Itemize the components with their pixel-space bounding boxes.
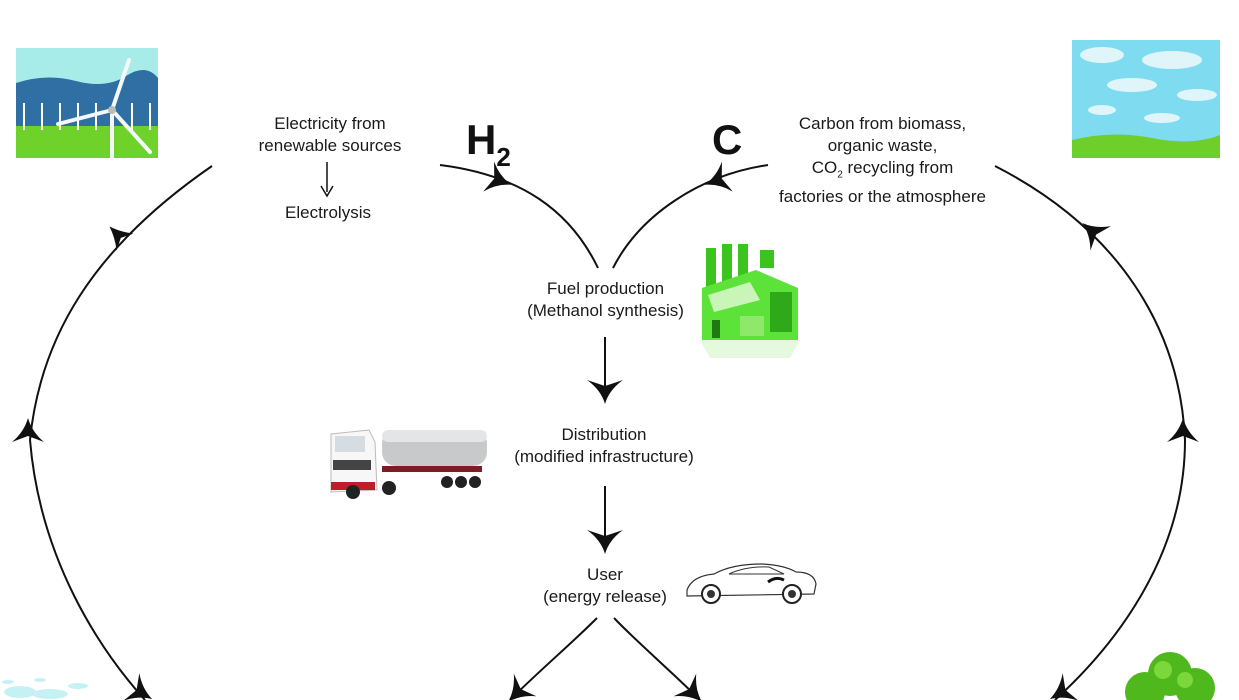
fuel-line-1: Fuel production [546,279,665,298]
user-label: User (energy release) [525,564,685,608]
user-right-output [613,617,701,700]
wind-farm-image [16,48,158,158]
arrowhead-left-lower [123,673,153,700]
electrolysis-label: Electrolysis [285,203,371,222]
user-line-1: User [587,565,623,584]
c-symbol: C [712,116,743,163]
co2-sub: 2 [837,169,843,181]
arrowhead-fuel-down [587,380,623,404]
carbon-line-4: factories or the atmosphere [779,187,986,207]
h2-main: H [466,116,497,163]
arrowhead-right-upper [1082,223,1111,251]
right-arc-lower [1054,439,1186,700]
user-left-output [509,617,598,700]
co2-rest: recycling from [847,158,954,177]
c-arc [612,164,769,269]
carbon-line-3: CO2 recycling from [755,157,1010,186]
left-arc-upper [29,165,213,441]
arrowhead-left-upper [109,226,134,251]
co2-prefix: CO [811,158,838,177]
electricity-label: Electricity from renewable sources [245,113,415,157]
sky-grass-image [1072,40,1220,158]
tree-image [1115,652,1225,700]
green-factory-image [700,240,800,360]
arrowhead-left-middle [12,418,44,442]
arrowhead-user-left [508,673,537,700]
arrowhead-right-middle [1167,418,1199,442]
tanker-truck-image [327,422,489,502]
arrowhead-electrolysis [320,185,334,198]
fuel-line-2: (Methanol synthesis) [527,301,684,320]
carbon-line-1: Carbon from biomass, [798,114,967,133]
arrowhead-user-right [673,673,702,700]
left-arc-lower [29,439,146,700]
electricity-line-1: Electricity from [274,114,386,133]
arrowhead-distribution-down [587,530,623,554]
h2-symbol: H2 [466,116,511,172]
arrowhead-c [704,161,733,192]
right-arc-upper [994,165,1186,441]
arrowhead-h2 [483,161,512,192]
h2-arc [439,164,599,269]
water-splash-image [0,668,110,700]
sports-car-image [684,562,818,606]
h2-sub: 2 [496,142,511,172]
arrowhead-right-lower [1049,673,1079,700]
carbon-line-2: organic waste, [827,136,938,155]
carbon-source-label: Carbon from biomass, organic waste, CO2 … [755,113,1010,208]
distribution-line-2: (modified infrastructure) [514,447,694,466]
distribution-label: Distribution (modified infrastructure) [494,424,714,468]
user-line-2: (energy release) [543,587,667,606]
fuel-production-label: Fuel production (Methanol synthesis) [508,278,703,322]
electricity-line-2: renewable sources [258,136,402,155]
distribution-line-1: Distribution [561,425,647,444]
